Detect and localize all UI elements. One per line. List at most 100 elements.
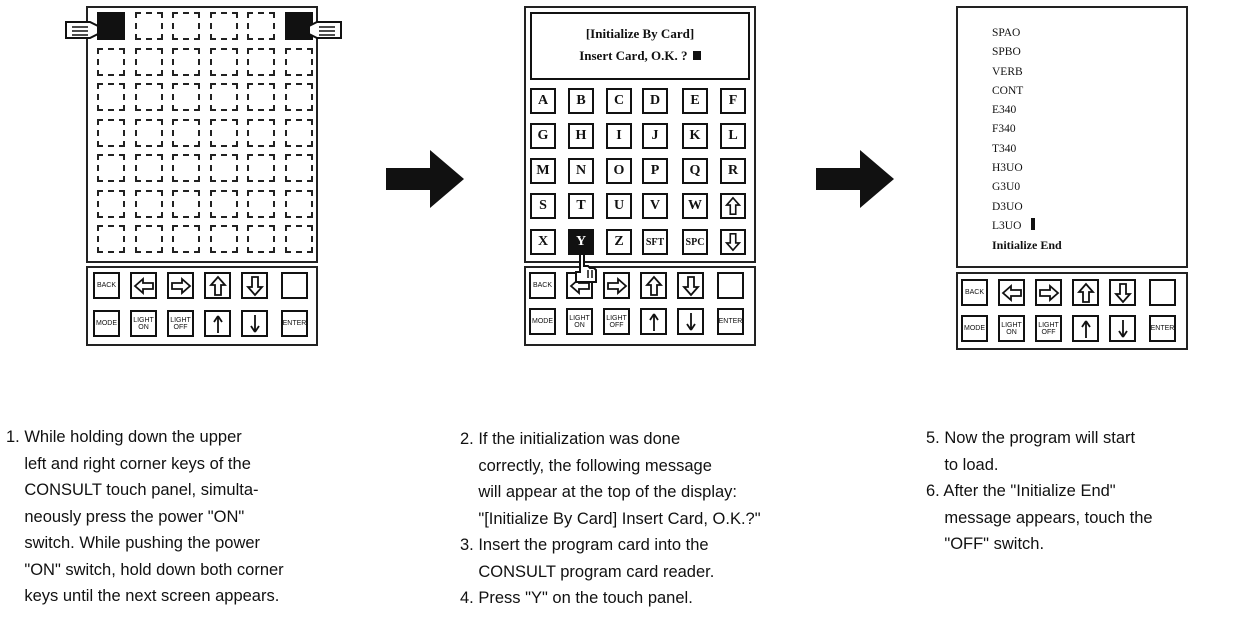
light-off-key[interactable]: LIGHT OFF	[603, 308, 630, 335]
down-arrow-key[interactable]	[677, 272, 704, 299]
touch-key[interactable]	[172, 189, 200, 218]
key-k[interactable]: K	[682, 123, 708, 149]
key-e[interactable]: E	[682, 88, 708, 114]
touch-key[interactable]	[247, 189, 275, 218]
down-line-arrow-key[interactable]	[1109, 315, 1136, 342]
touch-key[interactable]	[247, 225, 275, 253]
light-on-key[interactable]: LIGHT ON	[130, 310, 157, 337]
key-j[interactable]: J	[642, 123, 668, 149]
touch-key[interactable]	[172, 225, 200, 253]
up-line-arrow-key[interactable]	[640, 308, 667, 335]
key-o[interactable]: O	[606, 158, 632, 184]
key-v[interactable]: V	[642, 193, 668, 219]
key-w[interactable]: W	[682, 193, 708, 219]
touch-key[interactable]	[209, 189, 238, 218]
touch-key[interactable]	[172, 118, 200, 147]
down-arrow-key[interactable]	[1109, 279, 1136, 306]
up-arrow-key[interactable]	[1072, 279, 1099, 306]
touch-key[interactable]	[172, 47, 200, 76]
touch-key[interactable]	[134, 47, 163, 76]
up-arrow-key[interactable]	[204, 272, 231, 299]
touch-key[interactable]	[284, 47, 313, 76]
touch-key[interactable]	[247, 118, 275, 147]
touch-key[interactable]	[97, 83, 125, 111]
touch-key[interactable]	[247, 154, 275, 182]
left-arrow-key[interactable]	[998, 279, 1025, 306]
key-q[interactable]: Q	[682, 158, 708, 184]
touch-key[interactable]	[247, 47, 275, 76]
touch-key[interactable]	[97, 118, 125, 147]
touch-key[interactable]	[134, 189, 163, 218]
touch-key[interactable]	[172, 154, 200, 182]
light-on-key[interactable]: LIGHT ON	[998, 315, 1025, 342]
left-arrow-key[interactable]	[130, 272, 157, 299]
key-i[interactable]: I	[606, 123, 632, 149]
key-d[interactable]: D	[642, 88, 668, 114]
key-m[interactable]: M	[530, 158, 556, 184]
touch-key[interactable]	[209, 118, 238, 147]
touch-key[interactable]	[284, 83, 313, 111]
touch-key[interactable]	[134, 154, 163, 182]
touch-key[interactable]	[172, 83, 200, 111]
touch-key[interactable]	[284, 189, 313, 218]
key-a[interactable]: A	[530, 88, 556, 114]
key-c[interactable]: C	[606, 88, 632, 114]
touch-key[interactable]	[247, 83, 275, 111]
key-t[interactable]: T	[568, 193, 594, 219]
key-n[interactable]: N	[568, 158, 594, 184]
back-key[interactable]: BACK	[93, 272, 120, 299]
touch-key[interactable]	[134, 83, 163, 111]
touch-key[interactable]	[97, 154, 125, 182]
key-x[interactable]: X	[530, 229, 556, 255]
back-key[interactable]: BACK	[529, 272, 556, 299]
touch-key[interactable]	[134, 225, 163, 253]
down-line-arrow-key[interactable]	[677, 308, 704, 335]
touch-key[interactable]	[247, 12, 275, 40]
enter-key[interactable]: ENTER	[281, 310, 308, 337]
key-r[interactable]: R	[720, 158, 746, 184]
right-arrow-key[interactable]	[1035, 279, 1062, 306]
touch-key[interactable]	[172, 12, 200, 40]
key-l[interactable]: L	[720, 123, 746, 149]
touch-key[interactable]	[134, 12, 163, 40]
touch-key[interactable]	[134, 118, 163, 147]
touch-key[interactable]	[284, 154, 313, 182]
touch-key[interactable]	[97, 189, 125, 218]
touch-key[interactable]	[284, 118, 313, 147]
blank-key[interactable]	[717, 272, 744, 299]
up-arrow-key[interactable]	[640, 272, 667, 299]
right-arrow-key[interactable]	[167, 272, 194, 299]
touch-key[interactable]	[209, 154, 238, 182]
key-z[interactable]: Z	[606, 229, 632, 255]
key-y[interactable]: Y	[568, 229, 594, 255]
back-key[interactable]: BACK	[961, 279, 988, 306]
touch-key[interactable]	[209, 83, 238, 111]
right-arrow-key[interactable]	[603, 272, 630, 299]
blank-key[interactable]	[1149, 279, 1176, 306]
touch-key[interactable]	[209, 47, 238, 76]
enter-key[interactable]: ENTER	[717, 308, 744, 335]
light-off-key[interactable]: LIGHT OFF	[167, 310, 194, 337]
key-b[interactable]: B	[568, 88, 594, 114]
touch-key[interactable]	[209, 225, 238, 253]
key-p[interactable]: P	[642, 158, 668, 184]
key-f[interactable]: F	[720, 88, 746, 114]
down-arrow-key[interactable]	[241, 272, 268, 299]
key-sft[interactable]: SFT	[642, 229, 668, 255]
mode-key[interactable]: MODE	[961, 315, 988, 342]
key-g[interactable]: G	[530, 123, 556, 149]
blank-key[interactable]	[281, 272, 308, 299]
down-arrow-key[interactable]	[720, 229, 746, 255]
key-spc[interactable]: SPC	[682, 229, 708, 255]
touch-key[interactable]	[284, 225, 313, 253]
mode-key[interactable]: MODE	[529, 308, 556, 335]
key-s[interactable]: S	[530, 193, 556, 219]
mode-key[interactable]: MODE	[93, 310, 120, 337]
up-arrow-key[interactable]	[720, 193, 746, 219]
down-line-arrow-key[interactable]	[241, 310, 268, 337]
touch-key[interactable]	[97, 47, 125, 76]
up-line-arrow-key[interactable]	[204, 310, 231, 337]
light-on-key[interactable]: LIGHT ON	[566, 308, 593, 335]
key-u[interactable]: U	[606, 193, 632, 219]
key-h[interactable]: H	[568, 123, 594, 149]
